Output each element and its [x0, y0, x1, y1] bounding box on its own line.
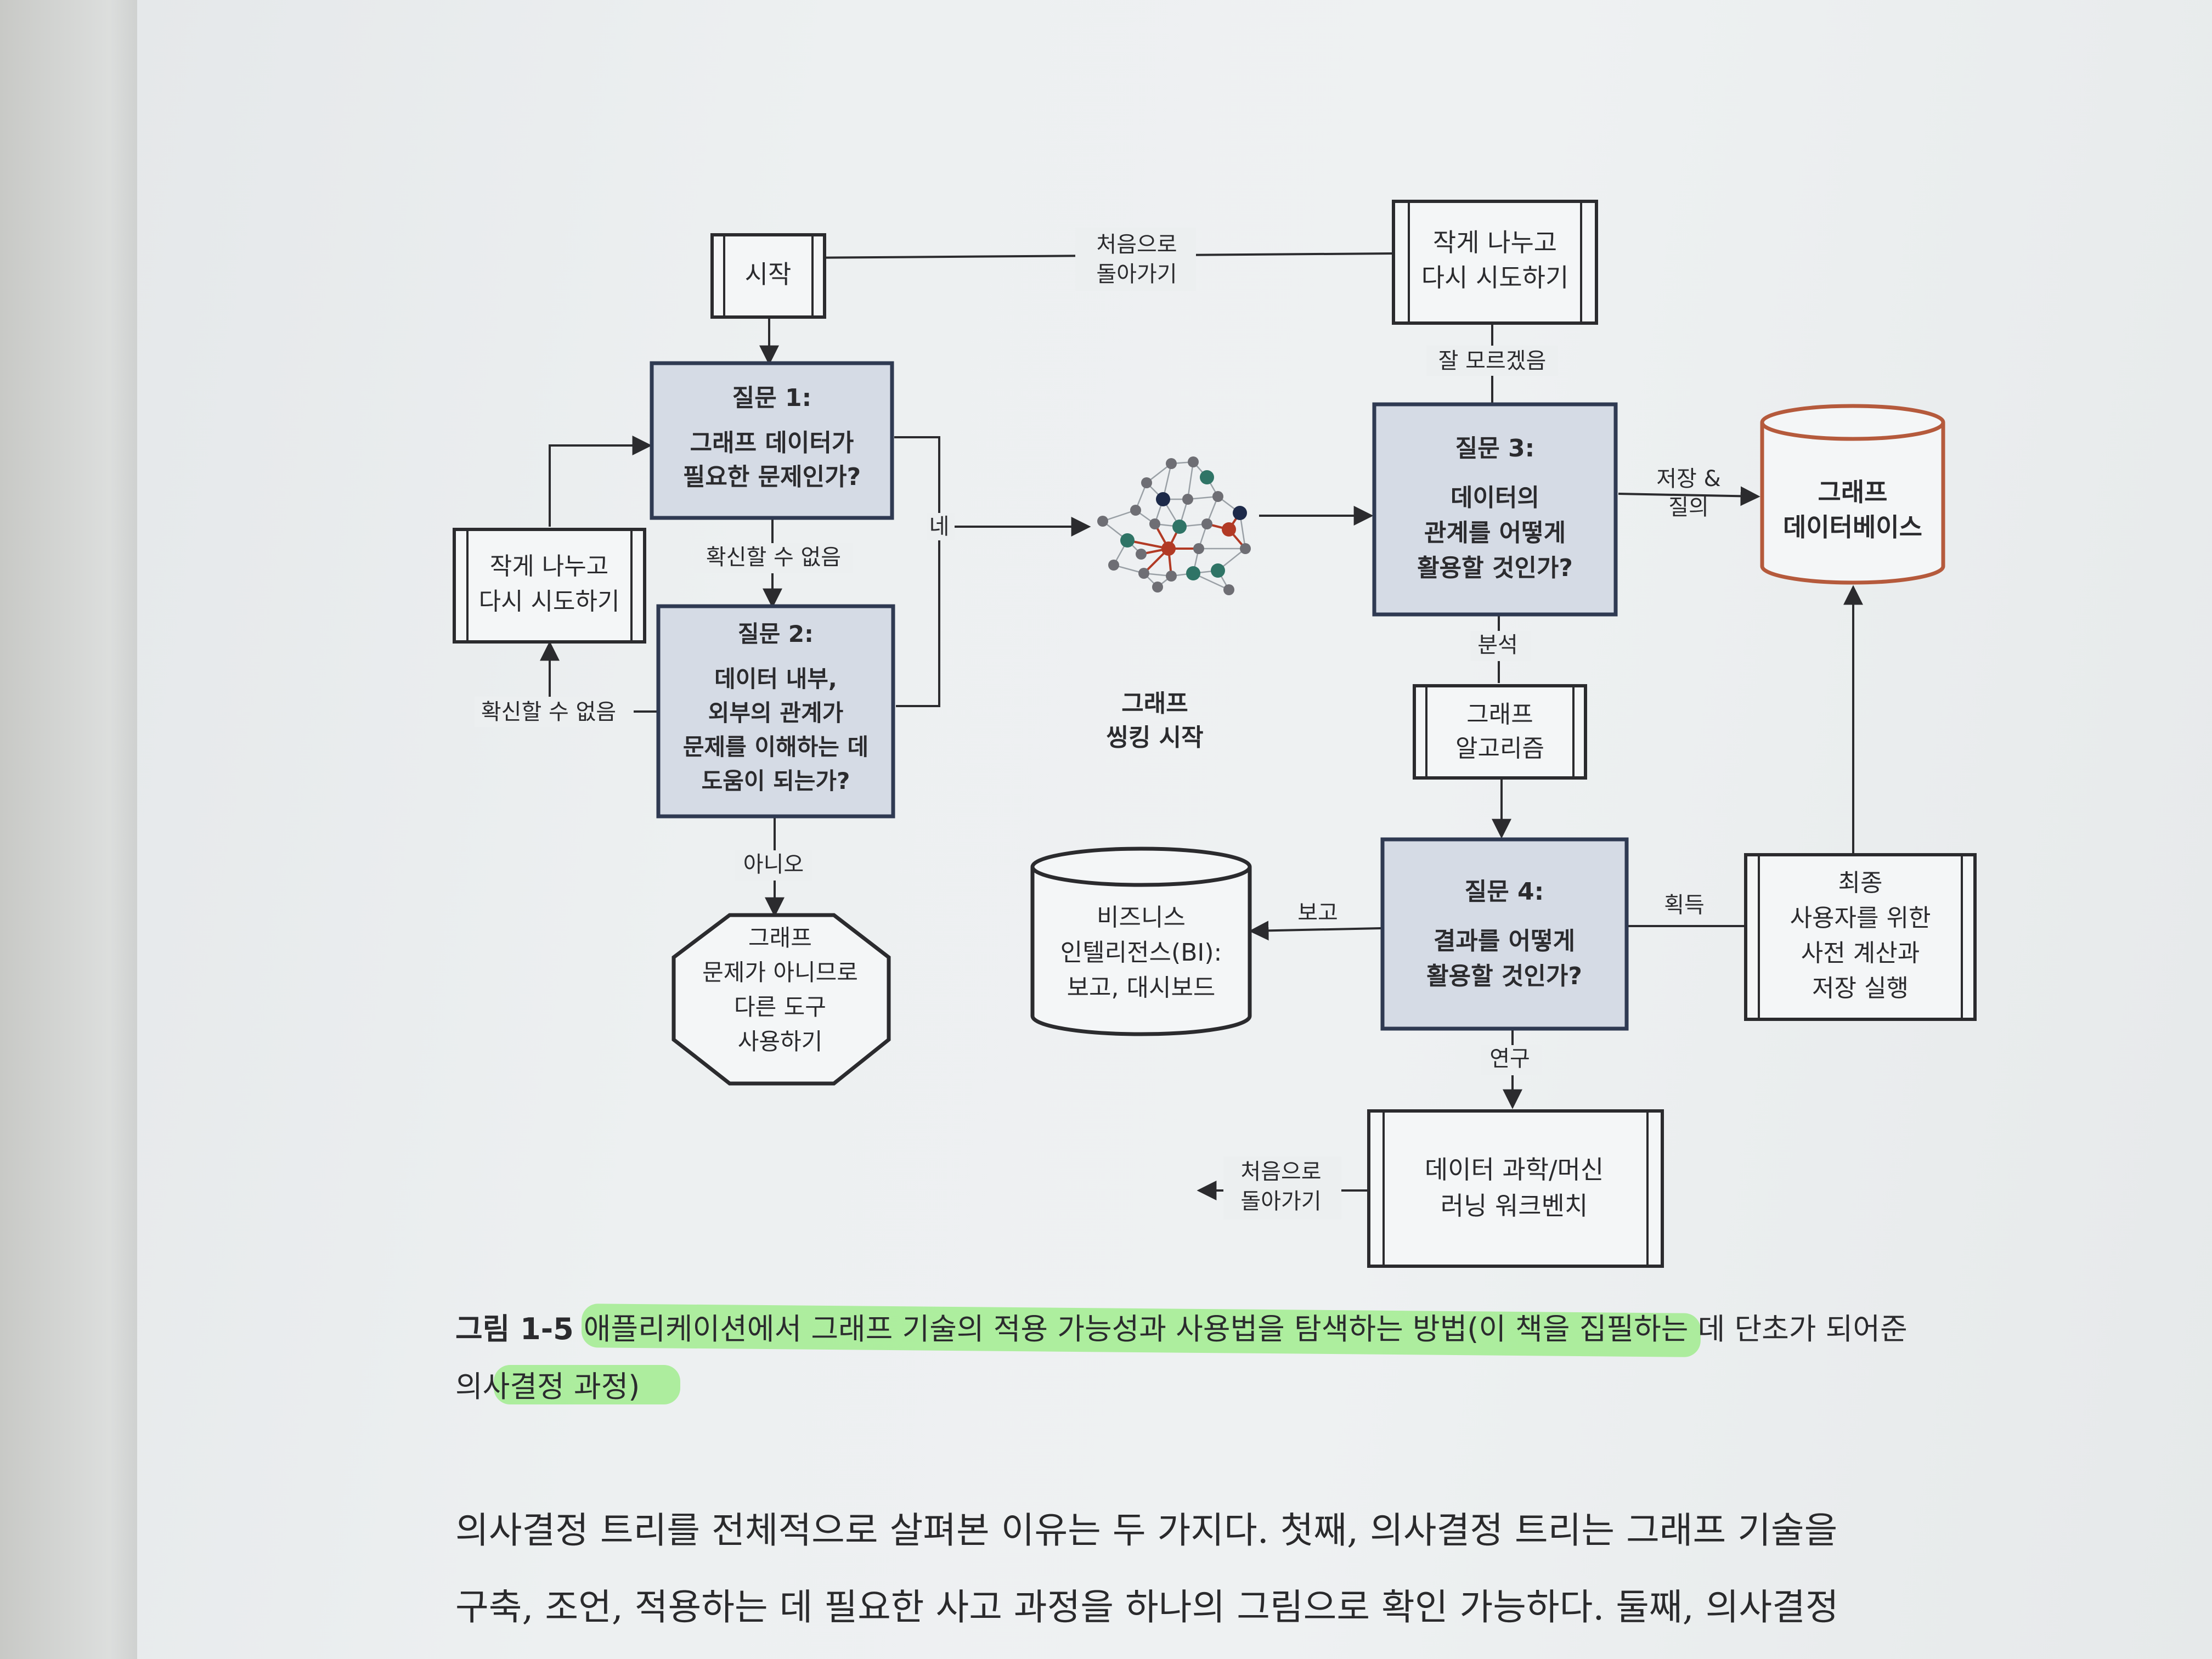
- body-line-1: 의사결정 트리를 전체적으로 살펴본 이유는 두 가지다. 첫째, 의사결정 트…: [455, 1509, 1838, 1551]
- graph-network-node: [1108, 560, 1119, 571]
- caption-line-2: 의사결정 과정): [455, 1369, 640, 1404]
- body-text: 의사결정 트리를 전체적으로 살펴본 이유는 두 가지다. 첫째, 의사결정 트…: [455, 1492, 2002, 1646]
- graph-network-node: [1156, 492, 1170, 506]
- graph-network-node: [1166, 458, 1177, 469]
- label-store-query: 저장 &질의: [1656, 466, 1721, 520]
- label-yes: 네: [929, 514, 950, 539]
- graph-network-node: [1193, 543, 1204, 554]
- graph-network-node: [1186, 566, 1200, 580]
- graph-network-node: [1223, 584, 1234, 595]
- graph-network-node: [1161, 541, 1176, 556]
- label-research: 연구: [1489, 1046, 1530, 1071]
- graph-network-node: [1200, 470, 1214, 484]
- graph-network-node: [1136, 549, 1147, 560]
- caption-label: 그림 1-5: [455, 1312, 574, 1346]
- graph-network-node: [1120, 533, 1135, 548]
- graph-network-node: [1130, 505, 1141, 516]
- caption-line-1: 애플리케이션에서 그래프 기술의 적용 가능성과 사용법을 탐색하는 방법(이 …: [583, 1312, 1908, 1346]
- graph-network-node: [1201, 518, 1212, 529]
- label-no: 아니오: [743, 852, 804, 877]
- graph-network-node: [1141, 477, 1152, 488]
- facing-page-edge: [0, 0, 137, 1659]
- node-start: 시작: [710, 233, 826, 319]
- edge-q3-to-db: [1618, 486, 1760, 506]
- label-unsure-q1: 확신할 수 없음: [706, 545, 841, 570]
- edge-q4-to-bi: [1249, 921, 1381, 941]
- graph-network-node: [1188, 456, 1199, 467]
- graph-network-node: [1166, 571, 1177, 582]
- graph-network-icon: [1097, 456, 1251, 595]
- label-unsure-q2: 확신할 수 없음: [481, 699, 616, 725]
- svg-text:시작: 시작: [745, 259, 792, 289]
- graph-network-node: [1149, 518, 1160, 529]
- graph-network-node: [1172, 520, 1187, 534]
- graph-network-node: [1152, 582, 1163, 592]
- graph-network-link: [1187, 461, 1194, 500]
- graph-network-node: [1097, 516, 1108, 527]
- graph-network-node: [1222, 522, 1236, 537]
- figure-caption: 그림 1-5 애플리케이션에서 그래프 기술의 적용 가능성과 사용법을 탐색하는…: [455, 1300, 2002, 1415]
- graph-network-node: [1182, 494, 1193, 505]
- label-analysis: 분석: [1477, 633, 1518, 658]
- highlighter-mark: [494, 1365, 680, 1404]
- graph-network-node: [1211, 563, 1225, 578]
- label-unsure-top: 잘 모르겠음: [1438, 348, 1547, 374]
- graph-network-node: [1138, 568, 1149, 579]
- graph-network-node: [1233, 506, 1247, 520]
- graph-network-node: [1240, 543, 1251, 554]
- graph-network-link: [1102, 509, 1136, 522]
- body-line-2: 구축, 조언, 적용하는 데 필요한 사고 과정을 하나의 그림으로 확인 가능…: [455, 1586, 1839, 1628]
- label-acquire: 획득: [1664, 893, 1705, 918]
- graph-network-node: [1212, 491, 1223, 502]
- edge-retry-left-to-q1: [549, 436, 652, 527]
- label-report: 보고: [1297, 900, 1338, 926]
- edge-q1-yes: [894, 436, 940, 707]
